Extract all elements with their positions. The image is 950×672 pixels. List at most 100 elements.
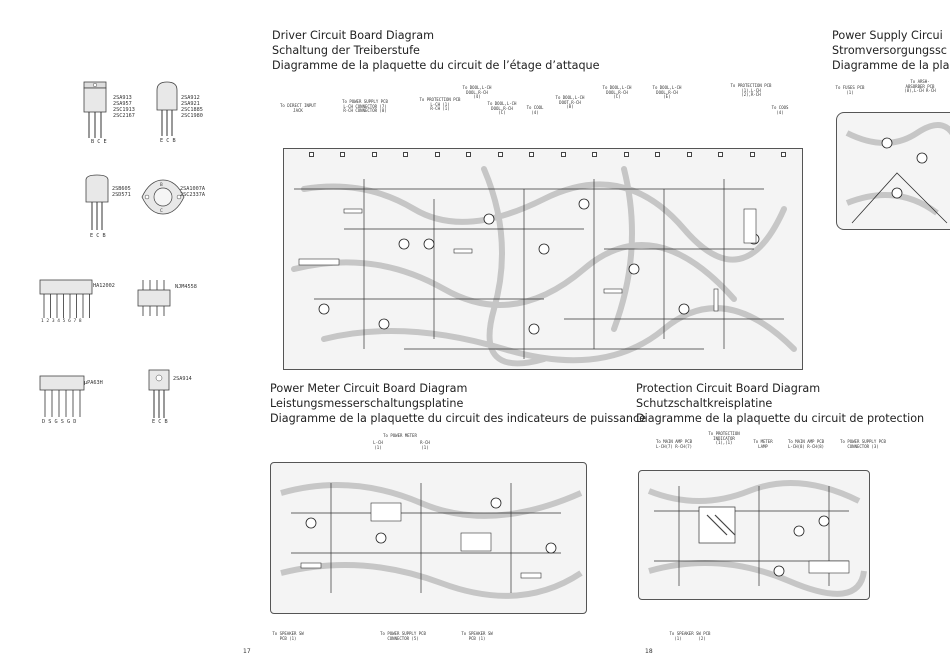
driver-connector-note: To DOOL,L-CH DOOL,R-CH (C) bbox=[602, 85, 632, 100]
component-to220-transistor: B C E 2SA913 2SA957 2SC1913 2SC2167 bbox=[80, 80, 170, 160]
pin-label: E C B bbox=[90, 233, 106, 239]
svg-text:C: C bbox=[160, 208, 163, 213]
part-number: NJM4558 bbox=[175, 284, 197, 290]
part-number: 2SC2337A bbox=[180, 192, 205, 198]
driver-connector-note: To DOOL,L-CH DOOT,R-CH (8) bbox=[555, 95, 585, 110]
power-meter-board bbox=[270, 462, 587, 614]
power-supply-connector-note: To FUSES PCB (1) bbox=[835, 85, 865, 95]
page-number-left: 17 bbox=[243, 648, 251, 655]
driver-connector-note: To DOOL,L-CH DOOL,R-CH (C) bbox=[487, 101, 517, 116]
part-number: 2SC2167 bbox=[113, 113, 135, 119]
driver-title-en: Driver Circuit Board Diagram bbox=[272, 29, 435, 42]
page-number-right: 18 bbox=[645, 648, 653, 655]
power-meter-bottom-note: To SPEAKER SW PCB (1) bbox=[272, 631, 304, 641]
part-number: 2SA913 bbox=[113, 95, 132, 101]
part-number: 2SB605 bbox=[112, 186, 131, 192]
component-to126-transistor: E C B 2SB605 2SD571 bbox=[82, 172, 162, 247]
ic-figure-icon bbox=[39, 279, 93, 318]
driver-connector-note: To DOOL,L-CH DOOL,R-CH (E) bbox=[652, 85, 682, 100]
svg-text:B: B bbox=[160, 182, 163, 187]
protection-bottom-note: To SPEAKER SW PCB (1) (2) bbox=[669, 631, 711, 641]
driver-connector-note: To COOL (4) bbox=[526, 105, 544, 115]
power-meter-board-traces bbox=[280, 482, 583, 599]
driver-connector-note: To PROTECTION PCB (1),L-CH (2),R-CH bbox=[730, 83, 772, 98]
connector-pad bbox=[624, 152, 629, 157]
part-number: μPA63H bbox=[84, 380, 103, 386]
power-meter-title-block: Power Meter Circuit Board Diagram Leistu… bbox=[270, 381, 646, 426]
driver-circuit-board bbox=[283, 148, 803, 370]
power-supply-title-en: Power Supply Circui bbox=[832, 29, 943, 42]
protection-title-de: Schutzschaltkreisplatine bbox=[636, 397, 773, 410]
component-to92l-transistor: E C B 2SA914 bbox=[146, 368, 226, 433]
connector-pad bbox=[372, 152, 377, 157]
connector-pad bbox=[592, 152, 597, 157]
component-sip-ic: 1 2 3 4 5 6 7 8 HA12002 bbox=[38, 278, 138, 338]
power-meter-title-fr: Diagramme de la plaquette du circuit des… bbox=[270, 412, 647, 425]
connector-pad bbox=[687, 152, 692, 157]
connector-pad bbox=[561, 152, 566, 157]
component-to92-transistor: E C B 2SA912 2SA921 2SC1885 2SC1980 bbox=[152, 80, 242, 160]
component-mosfet-array: D S G S G D μPA63H bbox=[38, 372, 138, 432]
part-number: 2SC1980 bbox=[181, 113, 203, 119]
connector-pad bbox=[655, 152, 660, 157]
transistor-figure-icon bbox=[148, 369, 170, 418]
connector-pad bbox=[529, 152, 534, 157]
part-number: 2SA957 bbox=[113, 101, 132, 107]
power-supply-board bbox=[836, 112, 950, 230]
power-meter-top-label: To POWER METER bbox=[383, 433, 417, 438]
power-meter-bottom-note: To SPEAKER SW PCB (1) bbox=[461, 631, 493, 641]
power-supply-title-block: Power Supply Circui Stromversorgungssc D… bbox=[832, 28, 950, 73]
pin-label: B C E bbox=[91, 139, 107, 145]
power-meter-rch-label: R-CH (1) bbox=[420, 440, 430, 450]
driver-connector-note: To DOOL,L-CH DOOL,R-CH (4) bbox=[462, 85, 492, 100]
transistor-figure-icon: B C bbox=[141, 179, 185, 215]
driver-connector-note: To COOS (4) bbox=[771, 105, 789, 115]
ic-figure-icon bbox=[39, 375, 85, 417]
power-meter-lch-label: L-CH (1) bbox=[373, 440, 383, 450]
power-supply-title-de: Stromversorgungssc bbox=[832, 44, 947, 57]
part-number: 2SA1007A bbox=[180, 186, 205, 192]
power-supply-board-traces bbox=[845, 122, 950, 224]
connector-pad bbox=[750, 152, 755, 157]
connector-pad bbox=[718, 152, 723, 157]
power-meter-title-en: Power Meter Circuit Board Diagram bbox=[270, 382, 468, 395]
protection-top-note: To MAIN AMP PCB L-CH(8) R-CH(8) bbox=[787, 439, 825, 449]
protection-top-note: To MAIN AMP PCB L-CH(7) R-CH(7) bbox=[655, 439, 693, 449]
connector-pad bbox=[340, 152, 345, 157]
transistor-figure-icon bbox=[156, 81, 178, 136]
protection-top-note: To POWER SUPPLY PCB CONNECTOR (3) bbox=[840, 439, 886, 449]
protection-title-en: Protection Circuit Board Diagram bbox=[636, 382, 821, 395]
protection-title-block: Protection Circuit Board Diagram Schutzs… bbox=[636, 381, 924, 426]
part-number: 2SA921 bbox=[181, 101, 200, 107]
part-number: HA12002 bbox=[93, 283, 115, 289]
driver-title-block: Driver Circuit Board Diagram Schaltung d… bbox=[272, 28, 600, 73]
protection-board bbox=[638, 470, 870, 600]
part-number: 2SC1913 bbox=[113, 107, 135, 113]
power-meter-bottom-note: To POWER SUPPLY PCB CONNECTOR (5) bbox=[380, 631, 426, 641]
driver-title-de: Schaltung der Treiberstufe bbox=[272, 44, 420, 57]
connector-pad bbox=[498, 152, 503, 157]
connector-pad bbox=[403, 152, 408, 157]
ic-figure-icon bbox=[137, 280, 171, 316]
driver-connector-note: To DIRECT INPUT JACK bbox=[280, 103, 317, 113]
protection-title-fr: Diagramme de la plaquette du circuit de … bbox=[636, 412, 925, 425]
pin-label: 1 2 3 4 5 6 7 8 bbox=[41, 319, 82, 324]
driver-connector-note: To POWER SUPPLY PCB L-CH CONNECTOR (7) R… bbox=[342, 99, 388, 114]
connector-pad bbox=[309, 152, 314, 157]
driver-connector-note: To PROTECTION PCB L-CH (1) R-CH (1) bbox=[419, 97, 461, 112]
component-to3-transistor: B C 2SA1007A 2SC2337A bbox=[140, 172, 240, 232]
connector-pad bbox=[781, 152, 786, 157]
pin-label: E C B bbox=[160, 138, 176, 144]
protection-board-traces bbox=[647, 480, 867, 597]
transistor-figure-icon bbox=[85, 174, 109, 230]
component-dip-ic: NJM4558 bbox=[135, 278, 235, 338]
protection-top-note: To PROTECTION INDICATOR (1),(1) bbox=[708, 431, 740, 446]
driver-board-traces bbox=[291, 166, 797, 367]
connector-pad bbox=[466, 152, 471, 157]
driver-title-fr: Diagramme de la plaquette du circuit de … bbox=[272, 59, 600, 72]
transistor-figure-icon bbox=[83, 81, 107, 138]
part-number: 2SC1885 bbox=[181, 107, 203, 113]
part-number: 2SA914 bbox=[173, 376, 192, 382]
power-supply-connector-note: To ARSH- ABSORBER PCB (8),L-CH R-CH bbox=[904, 79, 936, 94]
pin-label: E C B bbox=[152, 419, 168, 425]
